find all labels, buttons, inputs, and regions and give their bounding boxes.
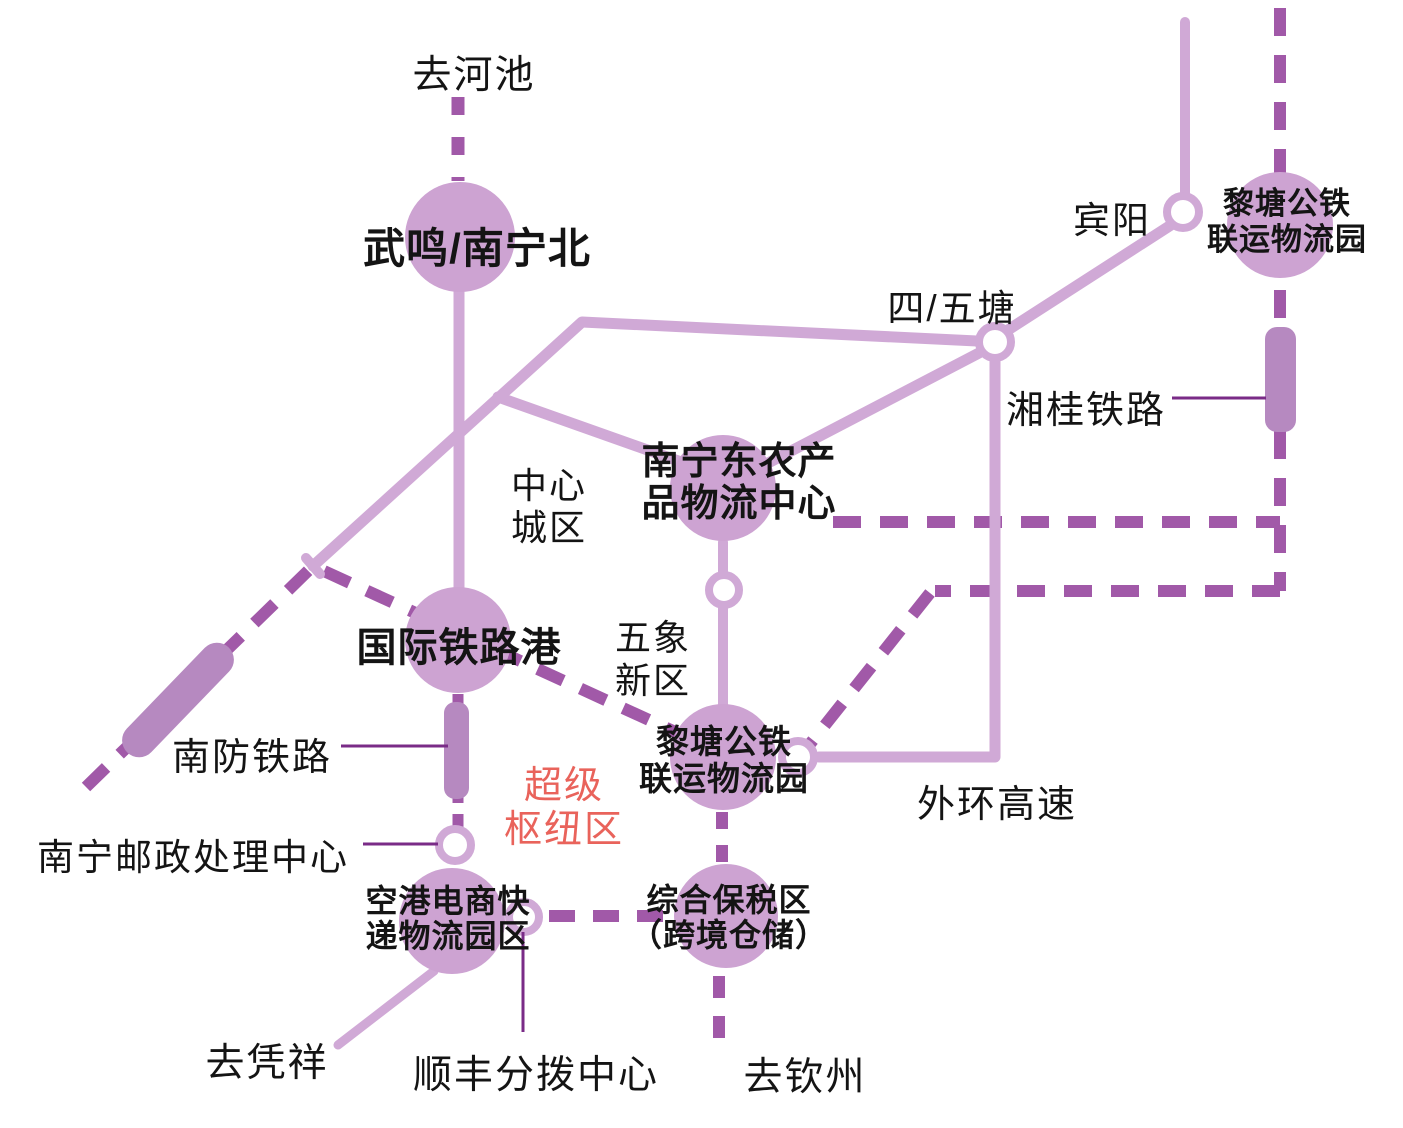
railway-bar-nanfang xyxy=(444,702,469,799)
station-node-litang-ne xyxy=(1227,172,1333,278)
interchange-ring-binyang xyxy=(1163,192,1203,232)
interchange-ring-postal xyxy=(435,825,475,865)
label-line: 黎塘公铁 xyxy=(1223,186,1351,221)
label-station-postal-center: 南宁邮政处理中心 xyxy=(37,837,349,878)
interchange-ring-siwutang xyxy=(975,322,1015,362)
label-line: 城区 xyxy=(510,507,588,548)
label-station-binyang: 宾阳 xyxy=(1073,200,1151,241)
label-line: 南宁东农产 xyxy=(641,441,837,483)
road-binyang-to-siwutang xyxy=(1002,219,1177,336)
label-line: 五象 xyxy=(614,617,692,658)
station-node-nanning-east-agri xyxy=(670,435,776,541)
label-to-pingxiang: 去凭祥 xyxy=(205,1042,329,1085)
label-line: 新区 xyxy=(614,660,692,701)
interchange-rings xyxy=(435,192,1203,936)
label-area-wuxiang: 五象 新区 xyxy=(615,616,691,702)
station-node-wuming xyxy=(405,182,515,292)
leader-lines xyxy=(341,396,1266,1032)
label-station-airport-ecommerce: 空港电商快 递物流园区 xyxy=(365,884,530,954)
label-line: （跨境仓储） xyxy=(629,917,829,953)
station-node-bonded-zone xyxy=(674,864,778,968)
label-station-bonded-zone: 综合保税区 （跨境仓储） xyxy=(630,883,828,953)
interchange-ring-litang xyxy=(778,737,818,777)
label-station-sf-sorting: 顺丰分拨中心 xyxy=(412,1054,660,1097)
label-station-siwutang: 四/五塘 xyxy=(887,288,1017,329)
road-branch-to-agri-center xyxy=(492,391,693,470)
label-line: 空港电商快 xyxy=(365,883,531,919)
label-station-litang-ne: 黎塘公铁 联运物流园 xyxy=(1207,186,1367,258)
label-station-wuming: 武鸣/南宁北 xyxy=(363,225,591,272)
station-node-airport-ecommerce xyxy=(399,868,505,974)
label-line: 联运物流园 xyxy=(1207,222,1367,257)
label-area-super-hub: 超级 枢纽区 xyxy=(504,764,624,852)
label-line: 联运物流园 xyxy=(639,760,809,797)
railway-bar-xianggui xyxy=(1265,327,1296,432)
label-to-qinzhou: 去钦州 xyxy=(743,1056,867,1099)
label-line: 中心 xyxy=(510,465,588,506)
label-station-intl-rail-port: 国际铁路港 xyxy=(356,626,562,670)
road-siwutang-to-agri-center xyxy=(764,347,985,468)
station-node-intl-rail-port xyxy=(405,587,511,693)
label-road-outer-ring: 外环高速 xyxy=(916,784,1078,826)
road-west-diagonal-to-siwutang xyxy=(307,316,983,572)
label-station-nanning-east-agri: 南宁东农产 品物流中心 xyxy=(641,441,836,525)
railway-bars xyxy=(122,327,1296,799)
road-terminus-tick xyxy=(301,553,325,579)
label-line: 综合保税区 xyxy=(646,882,812,918)
hub-nodes xyxy=(399,172,1333,974)
label-line: 枢纽区 xyxy=(503,809,625,851)
interchange-ring-wuxiang xyxy=(705,571,743,609)
label-line: 品物流中心 xyxy=(641,483,837,525)
label-line: 黎塘公铁 xyxy=(656,723,792,760)
road-to-pingxiang xyxy=(333,966,439,1050)
label-station-litang-central: 黎塘公铁 联运物流园 xyxy=(639,723,809,797)
label-to-hechi: 去河池 xyxy=(412,54,536,97)
station-node-litang-central xyxy=(670,704,776,810)
label-line: 递物流园区 xyxy=(365,918,531,954)
road-outer-ring-expressway xyxy=(813,355,1001,763)
railway-bar-southwest xyxy=(122,642,234,758)
label-area-central-city: 中心 城区 xyxy=(511,465,587,549)
rail-line-to-litang-hub xyxy=(801,589,935,753)
road-links xyxy=(301,17,1190,1050)
label-railway-xianggui: 湘桂铁路 xyxy=(1005,390,1167,432)
label-railway-nanfang: 南防铁路 xyxy=(171,737,333,779)
label-line: 超级 xyxy=(523,765,605,807)
